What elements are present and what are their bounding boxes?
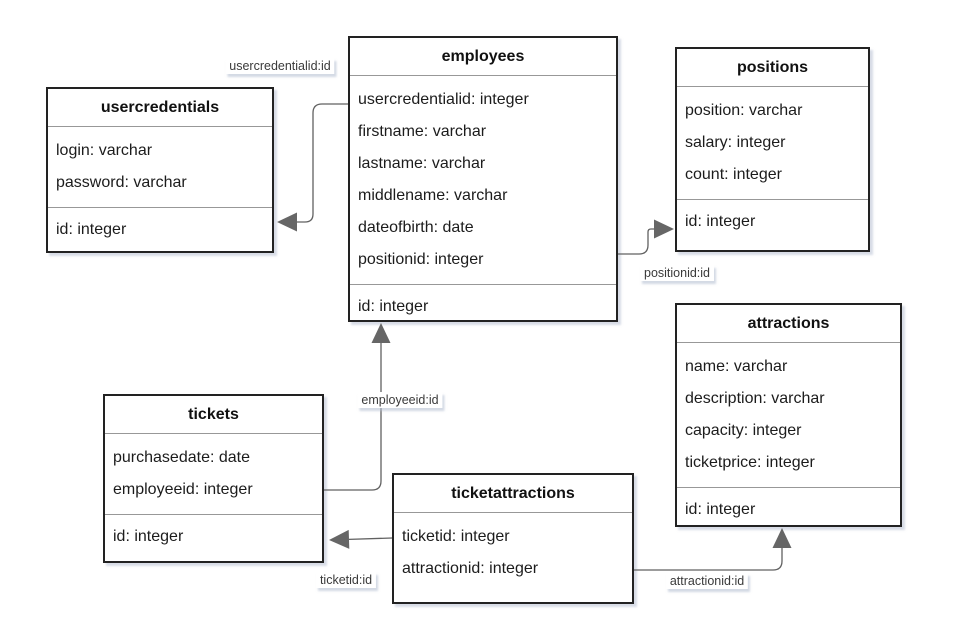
entity-field: firstname: varchar [358, 123, 487, 140]
relationship-label-ticketid-id: ticketid:id [315, 572, 377, 588]
entity-primary-key: id: integer [677, 199, 868, 250]
connector-ticketattractions-tickets [329, 529, 393, 549]
entity-field: attractionid: integer [402, 560, 539, 577]
entity-fields: login: varchar password: varchar [48, 127, 272, 207]
relationship-label-positionid-id: positionid:id [639, 265, 715, 281]
arrowhead-icon [654, 219, 674, 239]
entity-field: login: varchar [56, 142, 153, 159]
arrowhead-icon [772, 528, 792, 548]
entity-field: ticketprice: integer [685, 454, 815, 471]
entity-fields: usercredentialid: integer firstname: varc… [350, 76, 616, 284]
entity-primary-key: id: integer [677, 487, 900, 526]
entity-primary-key: id: integer [105, 514, 322, 561]
arrowhead-icon [329, 529, 350, 549]
connector-ticketattractions-attractions [634, 528, 792, 571]
entity-primary-key: id: integer [350, 284, 616, 323]
entity-tickets[interactable]: tickets purchasedate: date employeeid: int… [103, 394, 324, 563]
entity-title: attractions [677, 305, 900, 343]
entity-field: password: varchar [56, 174, 187, 191]
entity-field: dateofbirth: date [358, 219, 474, 236]
entity-field: name: varchar [685, 358, 788, 375]
entity-employees[interactable]: employees usercredentialid: integer firstn… [348, 36, 618, 322]
entity-field: description: varchar [685, 390, 825, 407]
relationship-label-usercredentialid-id: usercredentialid:id [225, 58, 335, 74]
entity-title: positions [677, 49, 868, 87]
entity-positions[interactable]: positions position: varchar salary: intege… [675, 47, 870, 252]
relationship-label-attractionid-id: attractionid:id [665, 573, 749, 589]
entity-attractions[interactable]: attractions name: varchar description: var… [675, 303, 902, 527]
entity-field: ticketid: integer [402, 528, 510, 545]
entity-field: employeeid: integer [113, 481, 253, 498]
entity-primary-key: id: integer [48, 207, 272, 251]
entity-title: employees [350, 38, 616, 76]
entity-title: tickets [105, 396, 322, 434]
entity-field: usercredentialid: integer [358, 91, 529, 108]
entity-field: count: integer [685, 166, 782, 183]
entity-fields: position: varchar salary: integer count: i… [677, 87, 868, 199]
entity-fields: purchasedate: date employeeid: integer [105, 434, 322, 514]
connector-employees-positions [618, 219, 674, 255]
connector-employees-usercredentials [277, 103, 348, 232]
relationship-label-employeeid-id: employeeid:id [357, 392, 443, 408]
entity-usercredentials[interactable]: usercredentials login: varchar password: v… [46, 87, 274, 253]
entity-ticketattractions[interactable]: ticketattractions ticketid: integer attrac… [392, 473, 634, 604]
entity-field: purchasedate: date [113, 449, 250, 466]
entity-title: ticketattractions [394, 475, 632, 513]
entity-field: capacity: integer [685, 422, 802, 439]
entity-field: salary: integer [685, 134, 786, 151]
entity-field: positionid: integer [358, 251, 484, 268]
arrowhead-icon [277, 212, 297, 232]
entity-fields: name: varchar description: varchar capacit… [677, 343, 900, 487]
entity-field: middlename: varchar [358, 187, 508, 204]
entity-field: position: varchar [685, 102, 803, 119]
arrowhead-icon [371, 323, 391, 343]
entity-fields: ticketid: integer attractionid: integer [394, 513, 632, 593]
entity-field: lastname: varchar [358, 155, 486, 172]
entity-title: usercredentials [48, 89, 272, 127]
